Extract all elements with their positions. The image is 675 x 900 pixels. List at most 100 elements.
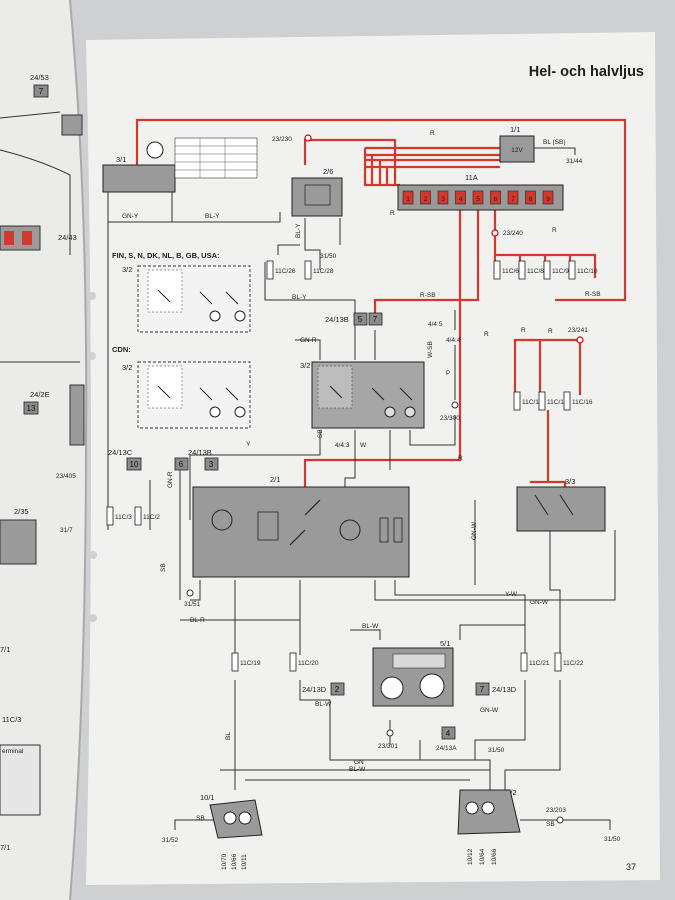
svg-text:10/1: 10/1 xyxy=(200,793,215,802)
svg-text:10/11: 10/11 xyxy=(241,854,248,870)
connector-11c-6: 11C/6 xyxy=(493,260,519,280)
connector-11c-21: 11C/21 xyxy=(520,652,550,672)
connector-11c-19: 11C/19 xyxy=(231,652,261,672)
conn-24-13c-label: 24/13C xyxy=(108,448,133,457)
headlamp-left-10-1: 10/1 xyxy=(200,793,263,839)
ground-31-50-bottom-label: 31/50 xyxy=(488,747,505,754)
ref-4-4-4: 4/4:4 xyxy=(446,337,461,344)
splice-23-203 xyxy=(556,816,564,824)
left-ref-7-1-bottom: 7/1 xyxy=(0,843,10,852)
left-tag-7-label: 7 xyxy=(39,87,44,96)
ground-31-50-right-label: 31/50 xyxy=(604,836,621,843)
tag-4 xyxy=(441,726,456,740)
fuse-label: 1 xyxy=(406,196,410,203)
connector-11c-8: 11C/8 xyxy=(518,260,544,280)
wire-color-label: GN-W xyxy=(480,707,499,714)
tag-10-label: 10 xyxy=(130,460,139,469)
wire-color-label: SB xyxy=(546,821,555,828)
connector-11c-28: 11C/28 xyxy=(304,260,334,280)
splice-23-241-label: 23/241 xyxy=(568,327,588,334)
tag-3-label: 3 xyxy=(209,460,214,469)
connector-11c-9: 11C/9 xyxy=(543,260,569,280)
left-switch xyxy=(69,384,85,446)
fuse-9 xyxy=(542,190,554,205)
tag-7-label: 7 xyxy=(373,315,378,324)
splice-23-230-label: 23/230 xyxy=(272,136,292,143)
left-terminal-label: erminal xyxy=(2,748,24,755)
wire-color-label: R xyxy=(484,331,489,338)
fuse-6 xyxy=(490,190,501,205)
svg-text:10/66: 10/66 xyxy=(491,848,498,865)
left-ref-2-35: 2/35 xyxy=(14,507,29,516)
svg-text:2/6: 2/6 xyxy=(323,167,333,176)
connector-11c-2: 11C/2 xyxy=(134,506,160,526)
wire-color-label: GN-R xyxy=(167,471,174,488)
svg-text:11C/6: 11C/6 xyxy=(502,268,519,275)
lamp-left-refs: 10/70 10/66 10/11 xyxy=(221,853,248,870)
connector-11c-3: 11C/3 xyxy=(106,506,132,526)
svg-text:11C/21: 11C/21 xyxy=(529,660,550,667)
headlamp-right-10-2: 10/2 xyxy=(457,788,521,835)
wire-color-label: R xyxy=(430,130,435,137)
wire-color-label: P xyxy=(446,370,450,377)
fuse-label: 5 xyxy=(476,196,480,203)
wire-color-label: BL-Y xyxy=(292,294,307,301)
tag-3 xyxy=(204,457,219,471)
splice-23-203-label: 23/203 xyxy=(546,807,566,814)
svg-text:1/1: 1/1 xyxy=(510,125,520,134)
tag-4-label: 4 xyxy=(446,729,451,738)
wire-color-label: R-SB xyxy=(585,291,601,298)
wire-color-label: GN-Y xyxy=(122,213,139,220)
tag-7 xyxy=(368,312,383,326)
page-number: 37 xyxy=(626,862,636,872)
relay-2-6: 2/6 31/50 xyxy=(291,167,343,260)
fuse-label: 9 xyxy=(546,196,550,203)
splice-23-230 xyxy=(304,134,312,142)
wire-color-label: BL-Y xyxy=(205,213,220,220)
ref-4-4-5: 4/4:5 xyxy=(428,321,443,328)
wire-color-label: GN-W xyxy=(530,599,549,606)
left-tag-13-label: 13 xyxy=(27,404,36,413)
binding-hole xyxy=(88,352,96,360)
headlight-switch-a: 3/2 xyxy=(122,265,251,333)
market-label-fin: FIN, S, N, DK, NL, B, GB, USA: xyxy=(112,251,220,260)
left-terminal-table xyxy=(0,744,41,816)
svg-text:2/1: 2/1 xyxy=(270,475,280,484)
splice-23-301 xyxy=(386,729,394,737)
fusebox-label: 11A xyxy=(465,173,478,182)
left-ref-31-7: 31/7 xyxy=(60,527,73,534)
conn-24-13b-mid-label: 24/13B xyxy=(188,448,212,457)
right-page xyxy=(86,32,660,885)
left-fuse xyxy=(4,231,14,245)
splice-23-300-label: 23/300 xyxy=(440,415,460,422)
left-page xyxy=(0,0,87,900)
wire-color-label: GN-R xyxy=(300,337,317,344)
fuse-label: 6 xyxy=(494,196,498,203)
svg-text:10/66: 10/66 xyxy=(231,853,238,870)
tag-5 xyxy=(353,312,368,326)
page-title: Hel- och halvljus xyxy=(529,64,644,80)
fuse-3 xyxy=(437,190,449,205)
tag-2-label: 2 xyxy=(335,685,340,694)
connector-11c-22: 11C/22 xyxy=(554,652,584,672)
fuse-5 xyxy=(472,190,484,205)
left-fuse xyxy=(22,231,32,245)
wire-color-label: GN xyxy=(354,759,364,766)
svg-text:3/2: 3/2 xyxy=(300,361,310,370)
conn-24-13d-left-label: 24/13D xyxy=(302,685,327,694)
splice-23-240-label: 23/240 xyxy=(503,230,523,237)
fuse-2 xyxy=(420,190,431,205)
connector-11c-16: 11C/16 xyxy=(563,391,593,411)
wire-color-label: R xyxy=(390,210,395,217)
svg-text:11C/9: 11C/9 xyxy=(552,268,569,275)
wire-color-label: R xyxy=(521,327,526,334)
wire-color-label: SB xyxy=(160,563,167,572)
fuse-label: 2 xyxy=(424,196,428,203)
dimmer-switch-3-3: 3/3 xyxy=(516,477,606,532)
wire-color-label: Y-W xyxy=(505,591,518,598)
svg-text:12V: 12V xyxy=(511,147,523,154)
light-switch-5-1: 5/1 xyxy=(372,639,454,707)
splice-23-240 xyxy=(491,229,499,237)
lamp-right-refs: 10/12 10/64 10/66 xyxy=(467,848,498,865)
